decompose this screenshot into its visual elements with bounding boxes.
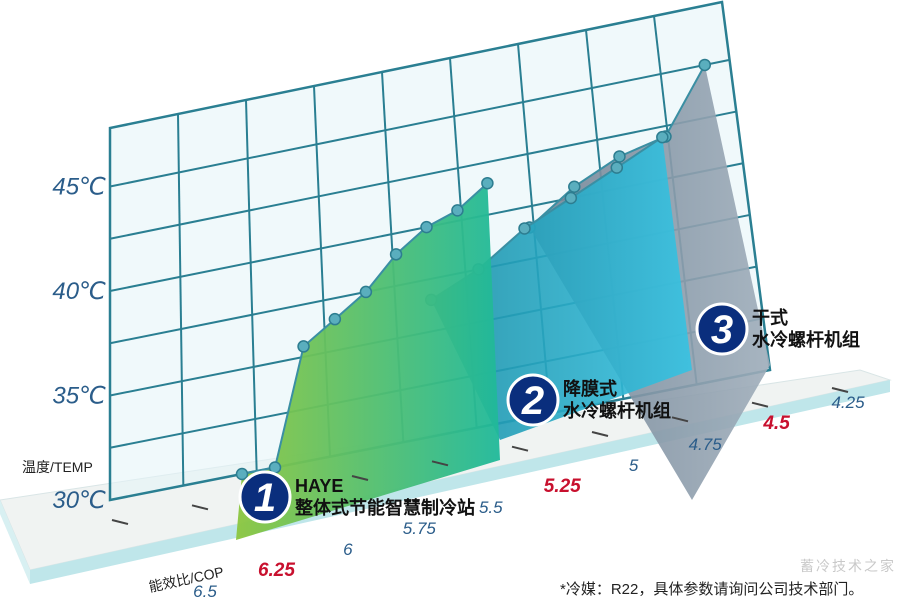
- floor-tick: [351, 475, 369, 481]
- footnote: *冷媒：R22，具体参数请询问公司技术部门。: [560, 581, 864, 598]
- series-2-point: [610, 161, 624, 174]
- x-tick-label: 4.25: [831, 393, 865, 412]
- y-tick-label: 30℃: [52, 487, 106, 514]
- badge-number: 1: [254, 476, 276, 520]
- series-2-point: [518, 222, 531, 235]
- badge-circle: [238, 470, 292, 524]
- x-tick-label: 4.75: [689, 435, 723, 454]
- series-1-point: [235, 467, 249, 481]
- series-2-point: [656, 130, 669, 144]
- floor-tick: [831, 387, 849, 393]
- series-3-point: [613, 150, 626, 163]
- x-tick-label: 6: [343, 540, 353, 559]
- floor-tick: [111, 519, 129, 525]
- badge-number: 2: [521, 379, 544, 423]
- series-1-fill: [236, 183, 500, 540]
- y-tick-label: 35℃: [52, 383, 106, 410]
- x-tick-label: 5.75: [403, 519, 437, 538]
- series-1-point: [389, 248, 403, 261]
- series-1-point: [420, 220, 433, 234]
- series-1-point: [359, 285, 373, 299]
- series-name-line1: 降膜式: [563, 378, 617, 399]
- floor-tick: [191, 504, 209, 511]
- series-name-line2: 整体式节能智慧制冷站: [294, 497, 475, 518]
- x-tick-label: 5.25: [544, 476, 581, 497]
- y-tick-label: 45℃: [52, 174, 106, 201]
- series-1-point: [297, 340, 310, 353]
- x-tick-label: 4.5: [762, 413, 790, 434]
- y-axis-label: 温度/TEMP: [22, 459, 93, 475]
- floor-side: [0, 500, 30, 584]
- floor-tick: [511, 445, 529, 452]
- x-tick-labels: 6.5 6.25 6 5.75 5.5 5.25 5 4.75 4.5 4.25: [111, 387, 865, 601]
- grid-line-v: [177, 113, 185, 486]
- badge-circle: [695, 302, 749, 356]
- series-name-line2: 水冷螺杆机组: [563, 400, 671, 421]
- badge-circle: [506, 373, 560, 427]
- floor-tick: [591, 431, 609, 437]
- floor-tick: [671, 416, 689, 423]
- x-tick-label: 5.5: [479, 498, 503, 517]
- x-tick-label: 6.25: [258, 560, 295, 581]
- grid-line-h: [109, 110, 737, 240]
- y-tick-labels: 30℃ 35℃ 40℃ 45℃: [52, 174, 106, 514]
- x-tick-label: 6.5: [193, 582, 217, 601]
- series-1-point: [481, 176, 494, 190]
- series-name-line1: 干式: [752, 307, 788, 328]
- watermark: 蓄冷技术之家: [800, 558, 896, 574]
- series-2-fill: [431, 137, 692, 440]
- y-tick-label: 40℃: [52, 278, 106, 305]
- x-tick-label: 5: [629, 456, 639, 475]
- grid-line-v: [245, 99, 258, 472]
- grid-line-h: [109, 58, 730, 188]
- series-1-point: [451, 204, 464, 217]
- series-3-point: [568, 180, 581, 193]
- floor-tick: [431, 460, 449, 467]
- series-3-point: [698, 58, 712, 72]
- series-name-line2: 水冷螺杆机组: [752, 329, 860, 350]
- floor-tick: [751, 401, 769, 408]
- series-areas: [235, 58, 770, 540]
- badge-number: 3: [711, 308, 733, 352]
- series-2-point: [564, 191, 578, 205]
- series-name-line1: HAYE: [295, 476, 343, 496]
- series-1-area: [235, 176, 500, 540]
- series-1-point: [328, 312, 342, 326]
